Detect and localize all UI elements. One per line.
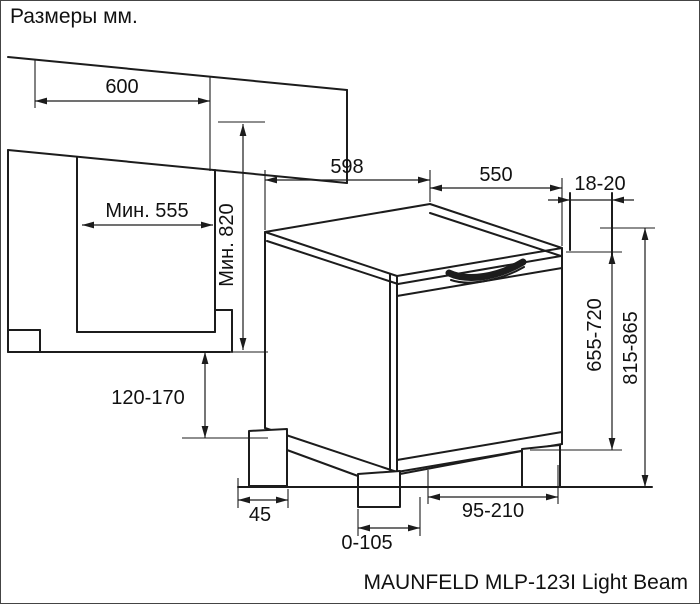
dim-toe-kick: 45: [237, 478, 289, 526]
dim-niche-height: Мин. 820: [216, 121, 265, 350]
dim-label-front-height: 655-720: [584, 298, 606, 371]
dim-rear-gap: 18-20: [548, 173, 634, 204]
diagram-title: Размеры мм.: [10, 5, 138, 28]
dim-label-rear-gap: 18-20: [574, 173, 625, 195]
dim-niche-depth: Мин. 555: [82, 200, 213, 229]
dim-label-niche-height: Мин. 820: [216, 203, 238, 286]
door-handle-icon: [445, 258, 527, 284]
model-caption: MAUNFELD MLP-123I Light Beam: [364, 571, 688, 594]
dim-label-front-offset: 0-105: [341, 532, 392, 554]
dim-plinth-height: 120-170: [111, 351, 268, 439]
dim-front-offset: 0-105: [341, 497, 421, 554]
dim-label-plinth-height: 120-170: [111, 387, 184, 409]
dim-counter-depth: 600: [34, 60, 211, 171]
dim-label-counter-depth: 600: [105, 76, 138, 98]
dim-top-depth: 550: [430, 164, 563, 246]
dim-label-top-depth: 550: [479, 164, 512, 186]
dim-appliance-width: 598: [264, 156, 431, 230]
dim-total-height: 815-865: [600, 227, 655, 487]
dim-front-height: 655-720: [530, 251, 622, 451]
dim-label-total-height: 815-865: [620, 311, 642, 384]
dim-label-rear-clearance: 95-210: [462, 500, 524, 522]
dim-label-appliance-width: 598: [330, 156, 363, 178]
dim-label-toe-kick: 45: [249, 504, 271, 526]
dim-rear-clearance: 95-210: [427, 465, 559, 522]
dim-label-niche-depth: Мин. 555: [105, 200, 188, 222]
